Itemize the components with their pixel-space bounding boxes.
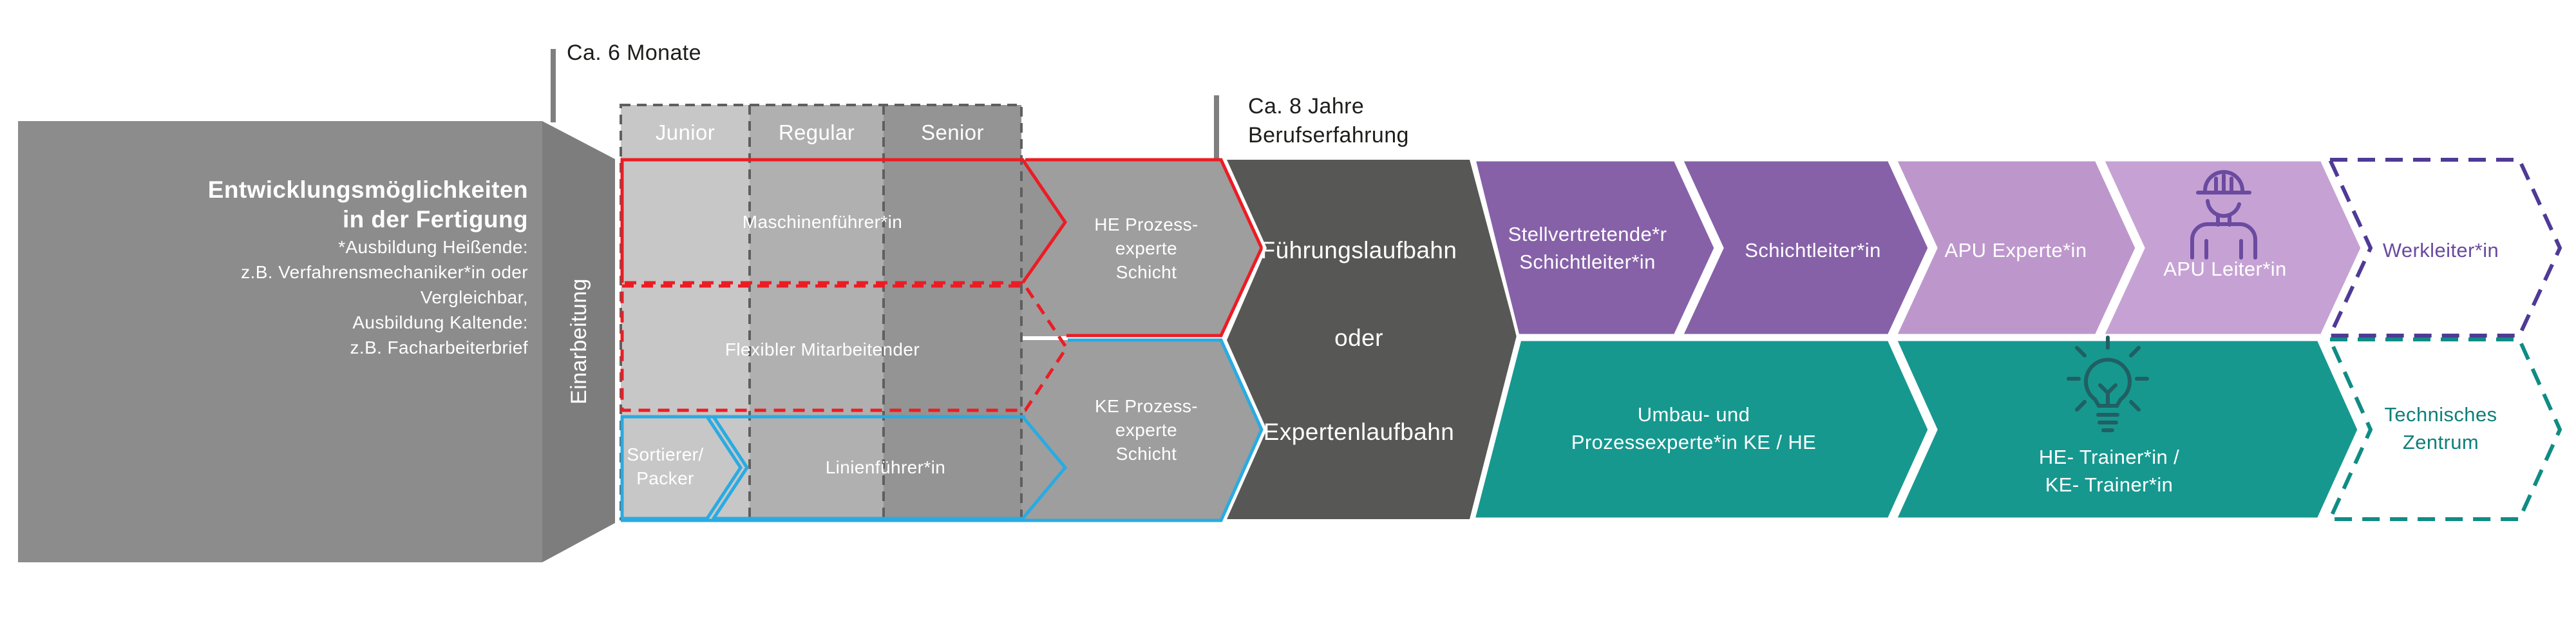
eight-years-line1: Ca. 8 Jahre <box>1248 94 1365 119</box>
ke-line2: experte <box>1115 420 1178 440</box>
umbau-line1: Umbau- und <box>1637 403 1750 426</box>
sortierer-packer-label: Sortierer/ Packer <box>622 442 708 490</box>
column-regular <box>750 105 884 519</box>
six-months-tick <box>551 49 556 122</box>
intro-note1: *Ausbildung Heißende: <box>338 237 528 257</box>
he-line2: experte <box>1115 238 1178 258</box>
ke-expert-outline <box>621 338 1264 522</box>
level-junior-label: Junior <box>655 120 715 144</box>
track-choice-block <box>1227 160 1517 519</box>
ke-expert-label: KE Prozess- experte Schicht <box>1069 394 1224 466</box>
lightbulb-icon <box>2067 336 2149 432</box>
maschinenfuehrer-label: Maschinenführer*in <box>742 212 903 232</box>
level-regular-label: Regular <box>778 120 855 144</box>
intro-title-line1: Entwicklungsmöglichkeiten <box>207 176 528 203</box>
sortierer-line1: Sortierer/ <box>627 444 704 464</box>
technisches-line1: Technisches <box>2384 403 2497 426</box>
he-expert-label: HE Prozess- experte Schicht <box>1069 213 1224 284</box>
intro-note5: z.B. Facharbeiterbrief <box>350 338 528 357</box>
schichtleiter-label: Schichtleiter*in <box>1745 239 1881 262</box>
column-senior <box>884 105 1021 519</box>
expert-track-label: Expertenlaufbahn <box>1263 419 1455 445</box>
chevron-umbau-prozessexperte <box>1471 338 1931 521</box>
flexibler-mitarbeitender-label: Flexibler Mitarbeitender <box>724 339 920 359</box>
intro-note3: Vergleichbar, <box>420 287 528 307</box>
ke-line1: KE Prozess- <box>1095 396 1198 416</box>
eight-years-line2: Berufserfahrung <box>1248 123 1409 147</box>
sortierer-line2: Packer <box>636 468 694 488</box>
he-expert-chevron <box>1021 160 1261 336</box>
intro-panel <box>18 121 542 562</box>
or-label: oder <box>1334 325 1383 351</box>
chevron-werkleiter <box>2327 158 2562 338</box>
chevron-apu-experte <box>1893 158 2139 338</box>
trainer-label: HE- Trainer*in / KE- Trainer*in <box>2009 443 2209 499</box>
he-expert-outline <box>1025 158 1264 338</box>
he-line1: HE Prozess- <box>1094 214 1198 234</box>
umbau-line2: Prozessexperte*in KE / HE <box>1571 431 1817 453</box>
technisches-line2: Zentrum <box>2402 431 2479 453</box>
chevron-schichtleiter <box>1679 158 1931 338</box>
umbau-prozessexperte-label: Umbau- und Prozessexperte*in KE / HE <box>1565 401 1823 456</box>
level-senior-label: Senior <box>921 120 984 144</box>
trainer-line1: HE- Trainer*in / <box>2038 446 2180 468</box>
intro-note2: z.B. Verfahrensmechaniker*in oder <box>241 262 528 282</box>
six-months-label: Ca. 6 Monate <box>567 41 701 65</box>
intro-text: Entwicklungsmöglichkeiten in der Fertigu… <box>19 175 528 360</box>
chevron-technisches-zentrum <box>2327 338 2562 521</box>
leadership-track-label: Führungslaufbahn <box>1260 237 1457 263</box>
stellvertretende-line2: Schichtleiter*in <box>1519 251 1656 273</box>
he-line3: Schicht <box>1115 262 1177 282</box>
intro-title-line2: in der Fertigung <box>342 206 528 233</box>
ke-expert-chevron <box>1021 340 1261 519</box>
trainer-line2: KE- Trainer*in <box>2045 473 2174 496</box>
eight-years-label: Ca. 8 Jahre Berufserfahrung <box>1248 92 1409 150</box>
stellvertretende-line1: Stellvertretende*r <box>1508 223 1667 245</box>
maschinenfuehrer-outline <box>620 158 1068 284</box>
chevron-stellvertretende-schichtleiter <box>1472 158 1718 338</box>
onboarding-fold-panel <box>542 121 615 562</box>
intro-note4: Ausbildung Kaltende: <box>352 312 528 332</box>
chevron-apu-leiter <box>2100 158 2364 338</box>
ke-line3: Schicht <box>1115 444 1177 464</box>
werkleiter-label: Werkleiter*in <box>2382 239 2499 262</box>
eight-years-tick <box>1214 95 1219 189</box>
maschinenfuehrer-arrowhead-fill <box>1021 160 1065 282</box>
linienfuehrer-outline <box>710 415 1068 520</box>
technisches-zentrum-label: Technisches Zentrum <box>2347 401 2534 456</box>
flexibler-mitarbeitender-outline <box>620 284 1068 412</box>
construction-worker-icon <box>2190 170 2257 260</box>
onboarding-label: Einarbeitung <box>567 278 591 404</box>
apu-leiter-label: APU Leiter*in <box>2163 258 2287 280</box>
stellvertretende-schichtleiter-label: Stellvertretende*r Schichtleiter*in <box>1494 220 1681 276</box>
apu-experte-label: APU Experte*in <box>1944 239 2087 262</box>
sortierer-packer-outline <box>620 415 743 520</box>
linienfuehrer-label: Linienführer*in <box>825 457 946 477</box>
chevron-trainer <box>1893 338 2361 521</box>
